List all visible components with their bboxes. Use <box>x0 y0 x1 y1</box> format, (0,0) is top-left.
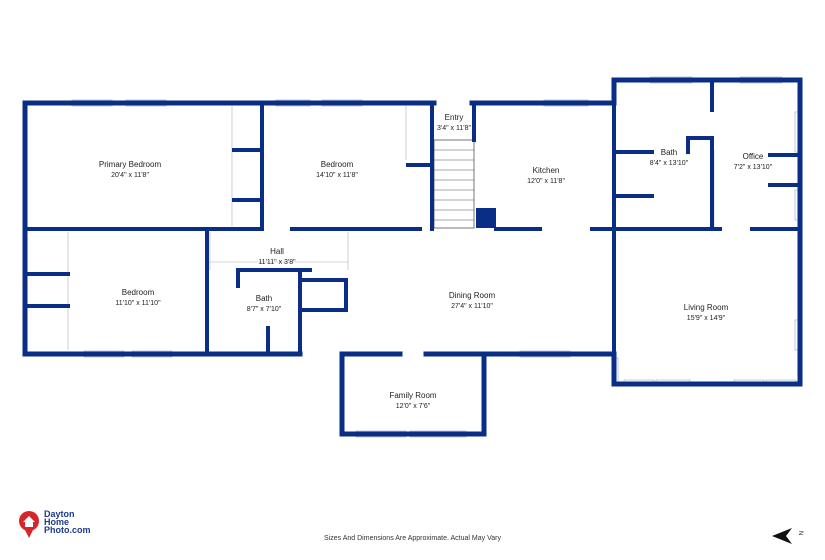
room-dimensions: 20'4" x 11'8" <box>111 172 149 179</box>
room-label-office: Office 7'2" x 13'10" <box>734 152 773 171</box>
logo-wordmark: Dayton Home Photo.com <box>44 509 91 535</box>
logo-line: Home <box>44 517 70 527</box>
room-dimensions: 12'0" x 11'8" <box>527 178 565 185</box>
room-label-kitchen: Kitchen 12'0" x 11'8" <box>527 166 565 185</box>
room-label-bedroom-top: Bedroom 14'10" x 11'8" <box>316 160 358 179</box>
interior-walls <box>23 78 802 356</box>
staircase <box>433 139 496 229</box>
north-label: N <box>797 530 804 536</box>
disclaimer-text: Sizes And Dimensions Are Approximate. Ac… <box>324 535 501 542</box>
room-dimensions: 3'4" x 11'8" <box>437 125 471 132</box>
logo-line: Photo.com <box>44 525 91 535</box>
room-name: Bath <box>256 294 272 303</box>
room-name: Office <box>743 152 764 161</box>
room-dimensions: 27'4" x 11'10" <box>451 303 493 310</box>
room-label-family-room: Family Room 12'0" x 7'6" <box>389 391 436 410</box>
room-label-primary-bedroom: Primary Bedroom 20'4" x 11'8" <box>99 160 162 179</box>
exterior-walls <box>22 77 803 437</box>
room-dimensions: 12'0" x 7'6" <box>396 403 431 410</box>
room-name: Kitchen <box>533 166 560 175</box>
room-label-living-room: Living Room 15'9" x 14'9" <box>684 303 729 322</box>
room-name: Bedroom <box>321 160 354 169</box>
room-name: Hall <box>270 247 284 256</box>
room-name: Bath <box>661 148 677 157</box>
logo-line: Dayton <box>44 509 75 519</box>
room-label-hall: Hall 11'11" x 3'8" <box>258 247 296 266</box>
room-dimensions: 14'10" x 11'8" <box>316 172 358 179</box>
room-label-bath-mid: Bath 8'7" x 7'10" <box>247 294 282 313</box>
north-arrow-icon <box>772 528 792 544</box>
room-dimensions: 15'9" x 14'9" <box>687 315 726 322</box>
room-name: Family Room <box>389 391 436 400</box>
room-dimensions: 11'11" x 3'8" <box>258 259 296 266</box>
room-label-entry: Entry 3'4" x 11'8" <box>437 113 471 132</box>
room-label-bath-top: Bath 8'4" x 13'10" <box>650 148 689 167</box>
room-dimensions: 7'2" x 13'10" <box>734 164 773 171</box>
room-dimensions: 11'10" x 11'10" <box>115 300 161 307</box>
room-label-dining-room: Dining Room 27'4" x 11'10" <box>449 291 496 310</box>
room-name: Living Room <box>684 303 729 312</box>
room-dimensions: 8'4" x 13'10" <box>650 160 689 167</box>
room-name: Primary Bedroom <box>99 160 162 169</box>
room-name: Bedroom <box>122 288 155 297</box>
room-name: Entry <box>445 113 464 122</box>
house-pin-icon <box>19 511 39 538</box>
room-label-bedroom-left: Bedroom 11'10" x 11'10" <box>115 288 161 307</box>
room-name: Dining Room <box>449 291 496 300</box>
room-dimensions: 8'7" x 7'10" <box>247 306 282 313</box>
